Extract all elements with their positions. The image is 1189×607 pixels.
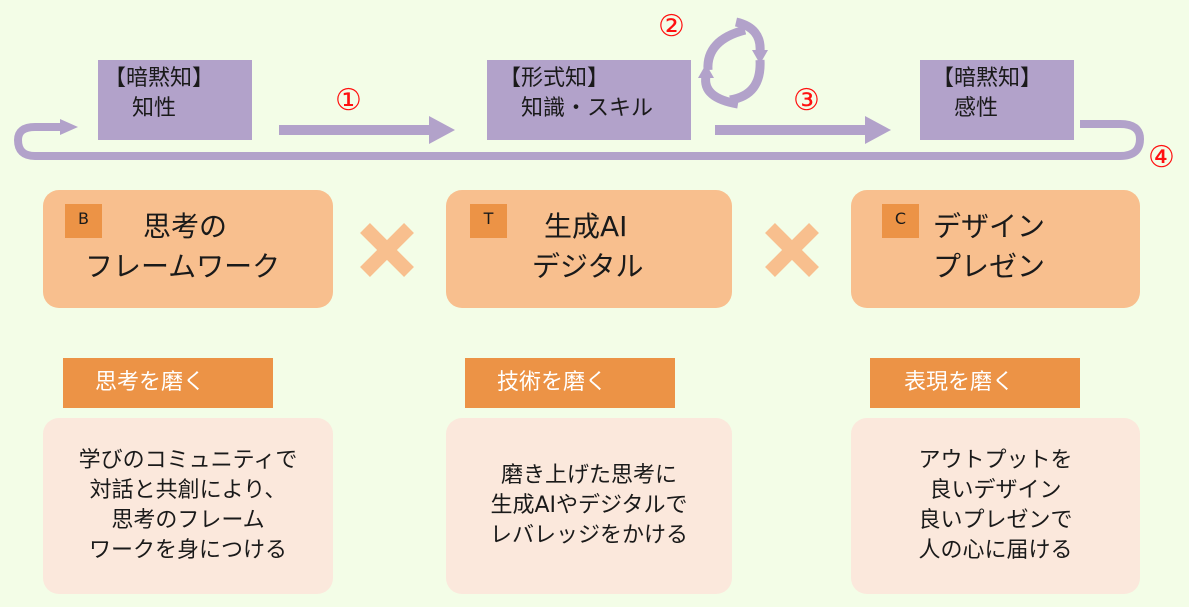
description-expression: アウトプットを 良いデザイン 良いプレゼンで 人の心に届ける (851, 418, 1140, 594)
description-line: 学びのコミュニティで (78, 448, 298, 473)
description-thinking: 学びのコミュニティで 対話と共創により、 思考のフレーム ワークを身につける (43, 418, 333, 594)
card-business-framework: B 思考の フレームワーク (43, 190, 333, 308)
card-badge: B (65, 204, 102, 238)
knowledge-sub: 知性 (132, 96, 177, 121)
knowledge-box-explicit-skill: 【形式知】 知識・スキル (487, 60, 691, 140)
arrow-1-shaft (279, 125, 429, 135)
label-hone-technology: 技術を磨く (465, 358, 675, 408)
description-line: 良いデザイン (929, 478, 1062, 503)
step-number-2: ② (658, 9, 685, 44)
card-title-line2: デジタル (532, 250, 644, 283)
step-number-3: ③ (793, 83, 820, 118)
description-line: 良いプレゼンで (918, 508, 1073, 533)
description-line: 磨き上げた思考に (500, 463, 677, 488)
description-line: 思考のフレーム (111, 508, 265, 533)
arrow-3-shaft (715, 125, 865, 135)
step-number-4: ④ (1148, 140, 1175, 175)
loop-arrowhead (60, 119, 78, 135)
knowledge-head: 【形式知】 (499, 66, 610, 91)
label-hone-thinking: 思考を磨く (63, 358, 273, 408)
knowledge-head: 【暗黙知】 (104, 66, 215, 91)
description-line: ワークを身につける (88, 538, 287, 563)
cycle-arc-mid-right (729, 59, 765, 105)
cycle-arc-right (734, 17, 765, 53)
description-line: 対話と共創により、 (89, 478, 287, 503)
card-technology-ai: T 生成AI デジタル (446, 190, 732, 308)
cycle-head-right (752, 50, 768, 64)
card-title-line1: 思考の (143, 210, 228, 243)
description-line: レバレッジをかける (489, 523, 688, 548)
cycle-arc-mid-left (703, 25, 747, 71)
knowledge-sub: 感性 (954, 96, 999, 121)
knowledge-box-tacit-intellect: 【暗黙知】 知性 (98, 60, 252, 140)
card-title-line2: プレゼン (933, 250, 1046, 283)
cycle-head-left (698, 64, 714, 78)
arrow-1-head (429, 116, 455, 144)
knowledge-head: 【暗黙知】 (932, 66, 1043, 91)
description-line: 生成AIやデジタルで (490, 493, 688, 518)
knowledge-box-tacit-sensibility: 【暗黙知】 感性 (920, 60, 1074, 140)
flow-arrows (13, 17, 1145, 160)
card-badge: T (470, 204, 507, 238)
return-loop-line (13, 120, 1145, 160)
multiply-icon (360, 223, 414, 277)
description-line: 人の心に届ける (918, 538, 1073, 563)
card-title-line2: フレームワーク (85, 250, 281, 283)
card-title-line1: デザイン (933, 210, 1046, 243)
description-technology: 磨き上げた思考に 生成AIやデジタルで レバレッジをかける (446, 418, 732, 594)
card-badge: C (882, 204, 919, 238)
card-title-line1: 生成AI (544, 210, 628, 243)
label-hone-expression: 表現を磨く (870, 358, 1080, 408)
card-creative-design: C デザイン プレゼン (851, 190, 1140, 308)
step-number-1: ① (335, 83, 362, 118)
arrow-3-head (865, 116, 891, 144)
knowledge-sub: 知識・スキル (521, 96, 654, 121)
description-line: アウトプットを (918, 448, 1073, 473)
multiply-icon (765, 223, 819, 277)
